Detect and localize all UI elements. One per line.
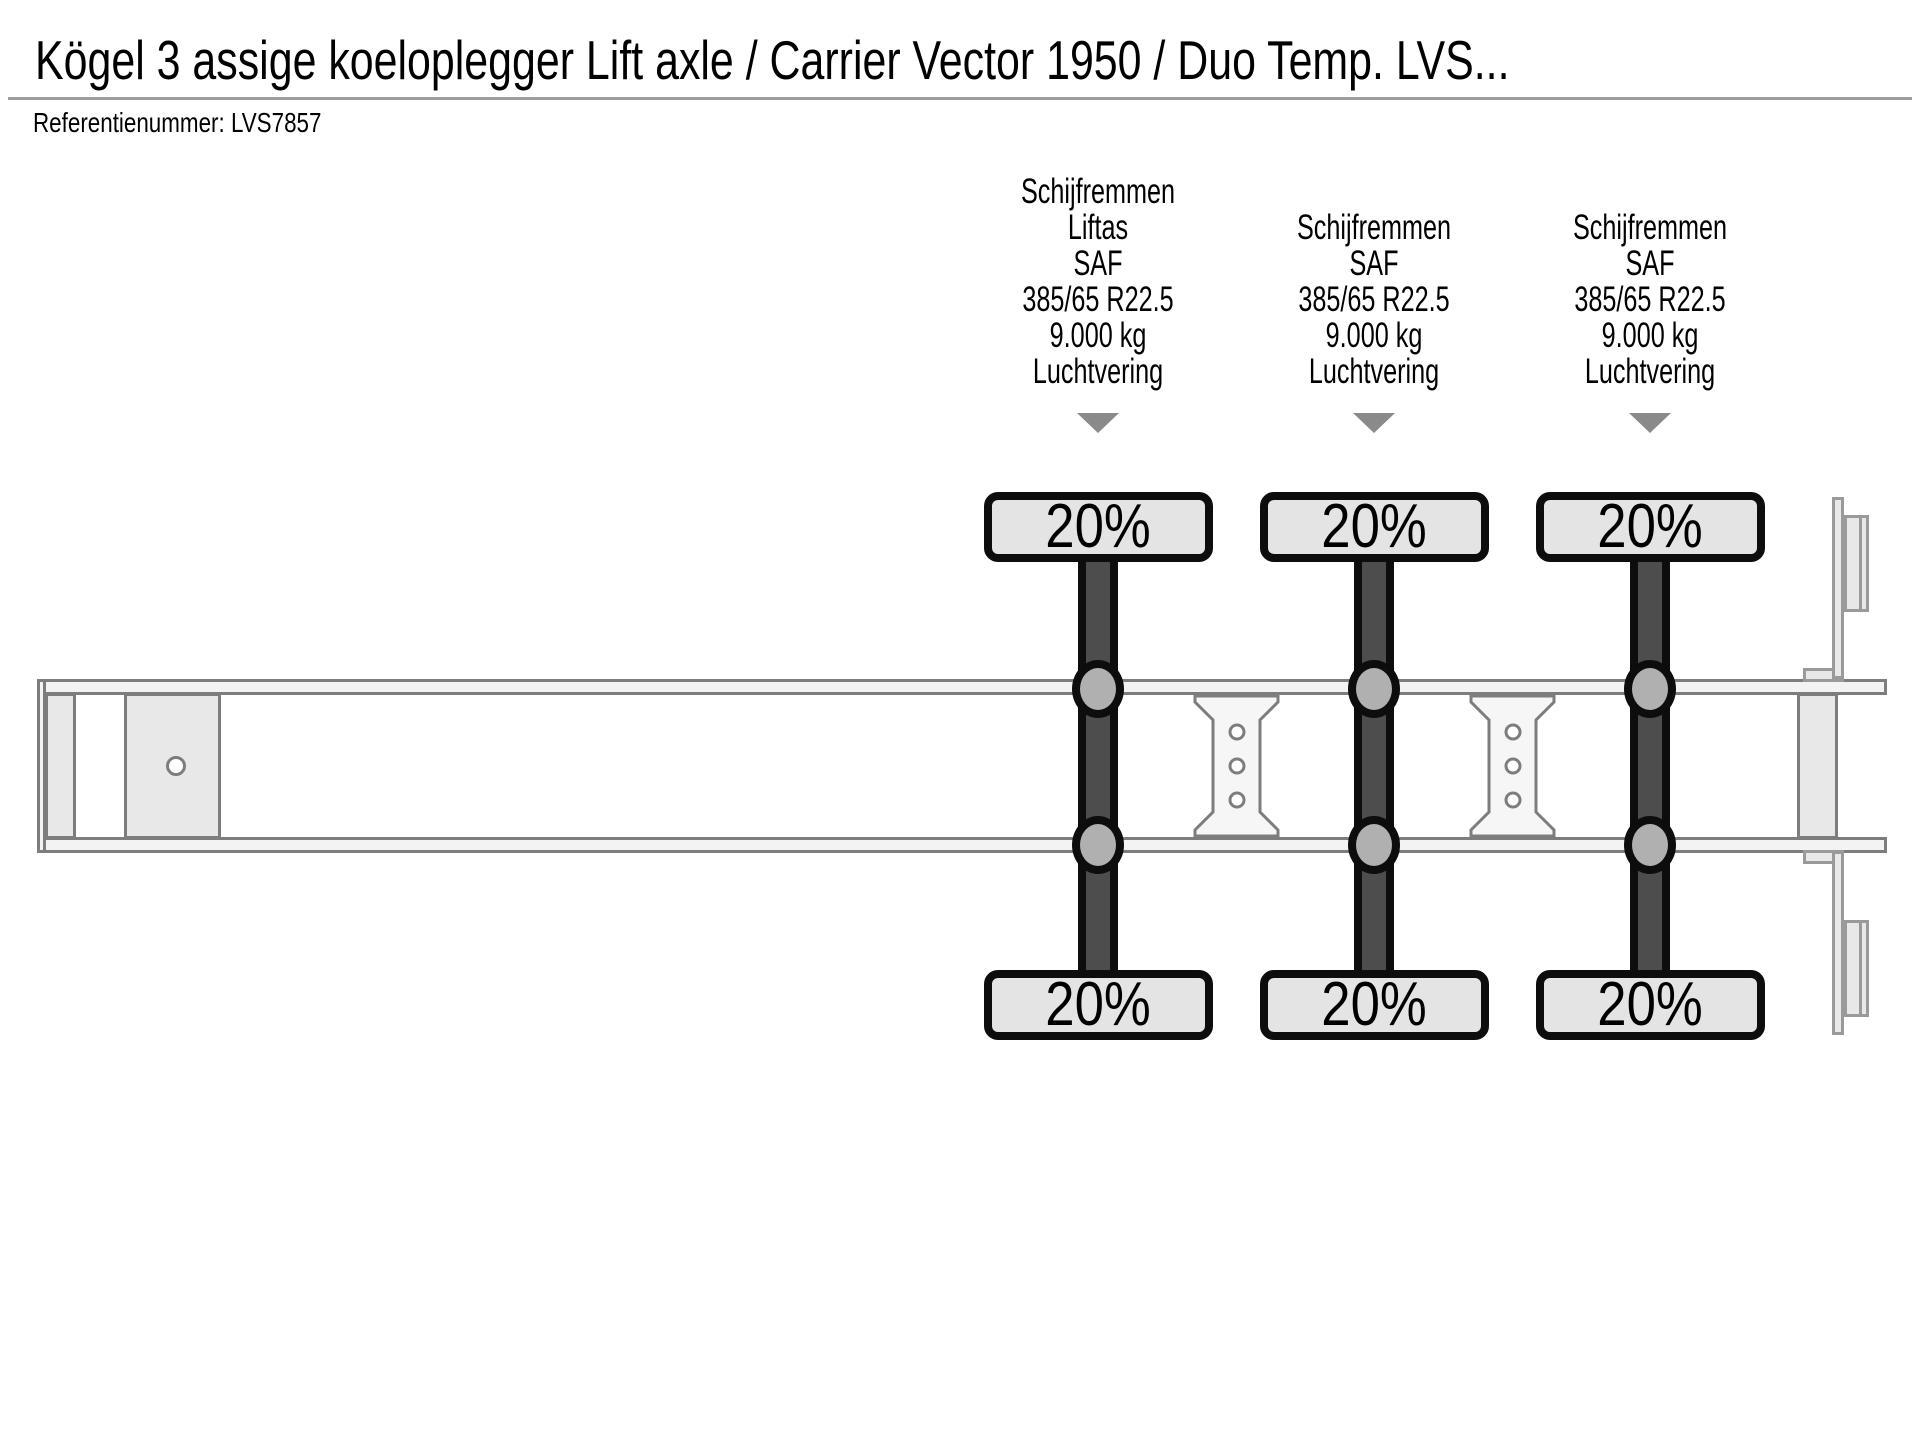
arrow-down-icon (1077, 413, 1119, 433)
page-title: Kögel 3 assige koeloplegger Lift axle / … (35, 29, 1510, 91)
wheel-hub (1348, 816, 1400, 874)
spec-line: Schijfremmen (1572, 208, 1728, 247)
axle-3-load-bottom: 20% (1536, 970, 1765, 1040)
crossmember-hole (1228, 723, 1246, 741)
spec-line: SAF (1073, 244, 1123, 283)
axle-3-spec-column: Schijfremmen SAF 385/65 R22.5 9.000 kg L… (1500, 158, 1800, 390)
rear-bottom-bumper-bar (1832, 851, 1844, 1035)
spec-line: SAF (1349, 244, 1399, 283)
axle-2-load-top: 20% (1260, 492, 1489, 562)
wheel-hub (1624, 816, 1676, 874)
spec-line: SAF (1625, 244, 1675, 283)
arrow-down-icon (1353, 413, 1395, 433)
load-percentage: 20% (1045, 492, 1152, 561)
spec-line: 385/65 R22.5 (1022, 280, 1174, 319)
kingpin (166, 756, 186, 776)
crossmember-hole (1504, 791, 1522, 809)
rear-crossmember (1797, 693, 1838, 839)
front-crossmember (45, 693, 76, 839)
spec-line: 385/65 R22.5 (1298, 280, 1450, 319)
chassis-bottom-rail (37, 837, 1887, 853)
title-divider (8, 97, 1912, 100)
crossmember-lattice-svg (1193, 694, 1556, 838)
spec-line: Luchtvering (1584, 352, 1716, 391)
axle-3-load-top: 20% (1536, 492, 1765, 562)
axle-1-load-top: 20% (984, 492, 1213, 562)
load-percentage: 20% (1321, 970, 1428, 1039)
axle-3-shaft (1630, 556, 1670, 976)
crossmember-hole (1504, 757, 1522, 775)
wheel-hub (1072, 816, 1124, 874)
axle-2-shaft (1354, 556, 1394, 976)
axle-2-load-bottom: 20% (1260, 970, 1489, 1040)
axle-1-shaft (1078, 556, 1118, 976)
rear-bottom-light-box (1844, 920, 1869, 1017)
rear-top-bumper-bar (1832, 497, 1844, 679)
spec-line: 9.000 kg (1049, 316, 1147, 355)
axle-2-spec-column: Schijfremmen SAF 385/65 R22.5 9.000 kg L… (1224, 158, 1524, 390)
wheel-hub (1348, 660, 1400, 718)
spec-line: 9.000 kg (1325, 316, 1423, 355)
spec-line: 385/65 R22.5 (1574, 280, 1726, 319)
chassis-front-cap (37, 679, 46, 853)
load-percentage: 20% (1597, 492, 1704, 561)
arrow-down-icon (1629, 413, 1671, 433)
rear-bottom-light-box-line (1859, 920, 1862, 1017)
crossmember-hole (1228, 757, 1246, 775)
rear-top-light-box (1844, 515, 1869, 612)
spec-line: Schijfremmen (1020, 172, 1176, 211)
wheel-hub (1072, 660, 1124, 718)
load-percentage: 20% (1045, 970, 1152, 1039)
crossmember-hole (1504, 723, 1522, 741)
axle-1-load-bottom: 20% (984, 970, 1213, 1040)
spec-line: Liftas (1067, 208, 1129, 247)
spec-line: 9.000 kg (1601, 316, 1699, 355)
reference-number: Referentienummer: LVS7857 (33, 108, 321, 138)
wheel-hub (1624, 660, 1676, 718)
rear-top-light-box-line (1859, 515, 1862, 612)
spec-line: Luchtvering (1308, 352, 1440, 391)
load-percentage: 20% (1597, 970, 1704, 1039)
reference-value: LVS7857 (230, 107, 322, 138)
reference-label: Referentienummer: (33, 107, 225, 138)
spec-line: Schijfremmen (1296, 208, 1452, 247)
axle-1-spec-column: Schijfremmen Liftas SAF 385/65 R22.5 9.0… (948, 158, 1248, 390)
crossmember-hole (1228, 791, 1246, 809)
load-percentage: 20% (1321, 492, 1428, 561)
spec-line: Luchtvering (1032, 352, 1164, 391)
chassis-top-rail (37, 679, 1887, 695)
